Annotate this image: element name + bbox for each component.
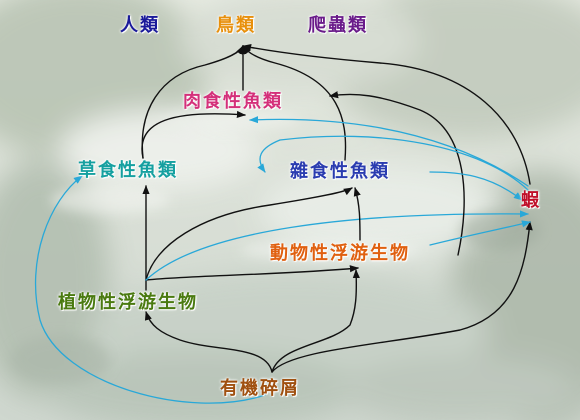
node-carnivore: 肉食性魚類	[183, 91, 283, 112]
node-phytoplankton: 植物性浮游生物	[58, 292, 198, 313]
node-bird: 鳥類	[216, 15, 256, 36]
node-shrimp: 蝦	[521, 190, 541, 211]
node-human: 人類	[120, 15, 160, 36]
node-detritus: 有機碎屑	[220, 378, 300, 399]
node-zooplankton: 動物性浮游生物	[270, 243, 410, 264]
node-reptile: 爬蟲類	[308, 15, 368, 36]
node-herbivore: 草食性魚類	[78, 160, 178, 181]
node-omnivore: 雜食性魚類	[290, 161, 390, 182]
